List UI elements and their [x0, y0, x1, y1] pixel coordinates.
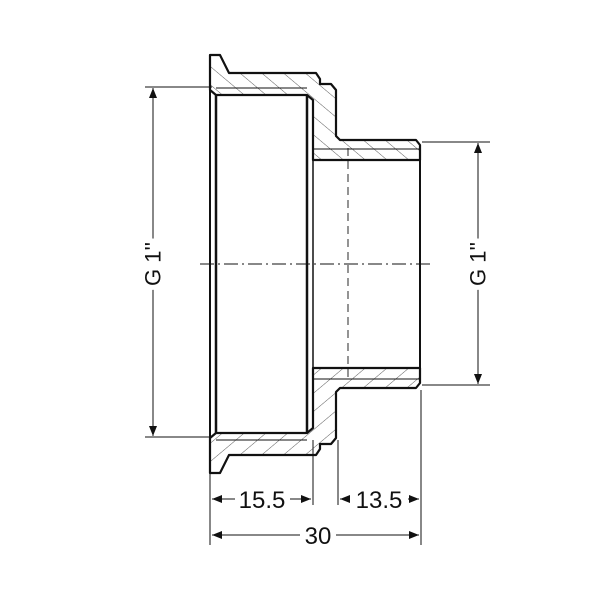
right-length-label: 13.5 [356, 487, 403, 514]
right-thread-label: G 1'' [466, 242, 491, 286]
fitting-section [200, 53, 432, 475]
lower-wall-section [208, 366, 422, 475]
left-length-label: 15.5 [239, 487, 286, 514]
upper-wall-section [208, 53, 422, 162]
dimension-lines [145, 86, 490, 545]
left-thread-label: G 1'' [141, 242, 166, 286]
total-length-label: 30 [305, 523, 332, 550]
